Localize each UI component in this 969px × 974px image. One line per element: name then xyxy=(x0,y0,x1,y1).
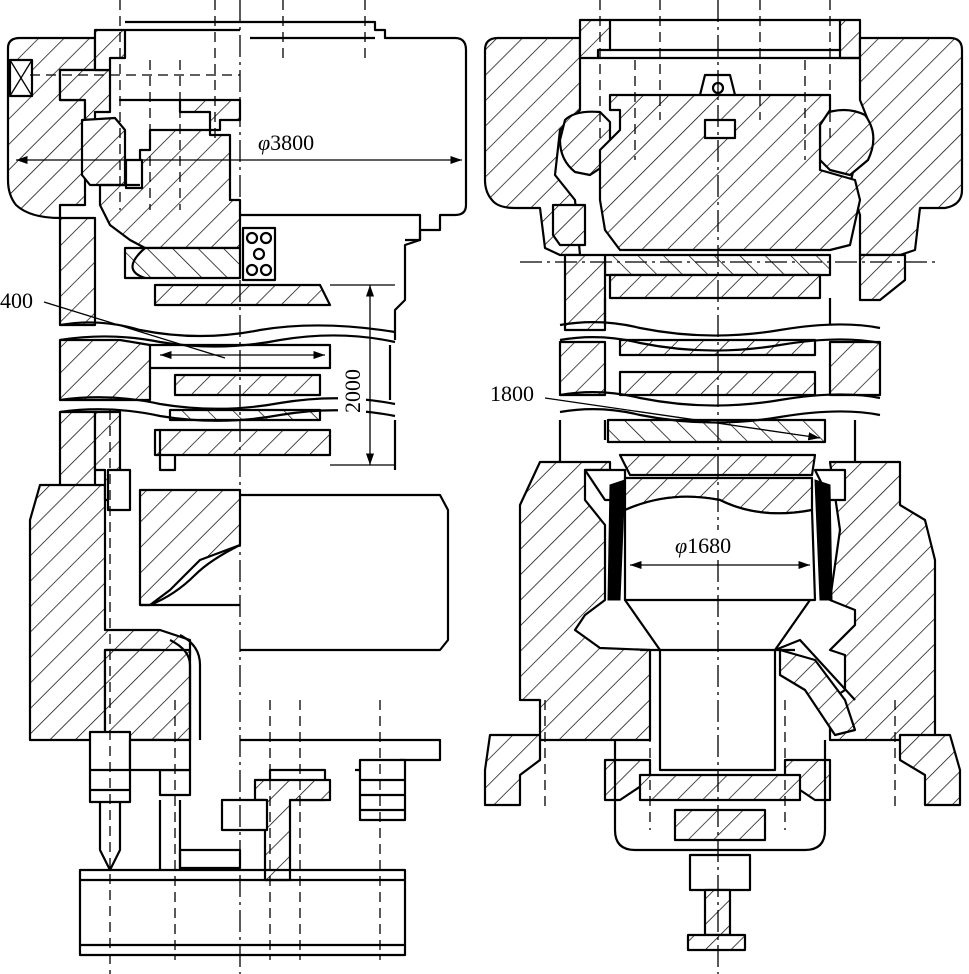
right-lower-frame xyxy=(483,460,962,807)
left-side-walls xyxy=(58,216,397,492)
right-dimensions: φ1680 1800 xyxy=(487,380,821,570)
right-break-lines xyxy=(559,321,881,424)
diameter-3800-label: φ3800 xyxy=(258,130,314,155)
left-crown xyxy=(6,20,468,242)
right-centrelines xyxy=(520,0,935,974)
left-view: φ3800 2000 400 xyxy=(0,0,468,974)
left-centrelines xyxy=(30,0,381,974)
right-middle xyxy=(558,253,907,462)
left-dimensions: φ3800 2000 400 xyxy=(0,126,462,466)
stroke-1800-label: 1800 xyxy=(490,381,534,406)
left-base xyxy=(78,730,442,957)
right-crown xyxy=(483,18,964,257)
height-2000-label: 2000 xyxy=(340,369,365,413)
right-view: φ1680 1800 xyxy=(483,0,964,974)
left-lower-frame xyxy=(28,410,450,742)
diameter-1680-label: φ1680 xyxy=(675,533,731,558)
stroke-400-label: 400 xyxy=(0,288,33,313)
left-break-lines xyxy=(59,321,396,422)
left-upper-piston xyxy=(80,98,242,280)
left-body-right-half xyxy=(240,213,422,340)
